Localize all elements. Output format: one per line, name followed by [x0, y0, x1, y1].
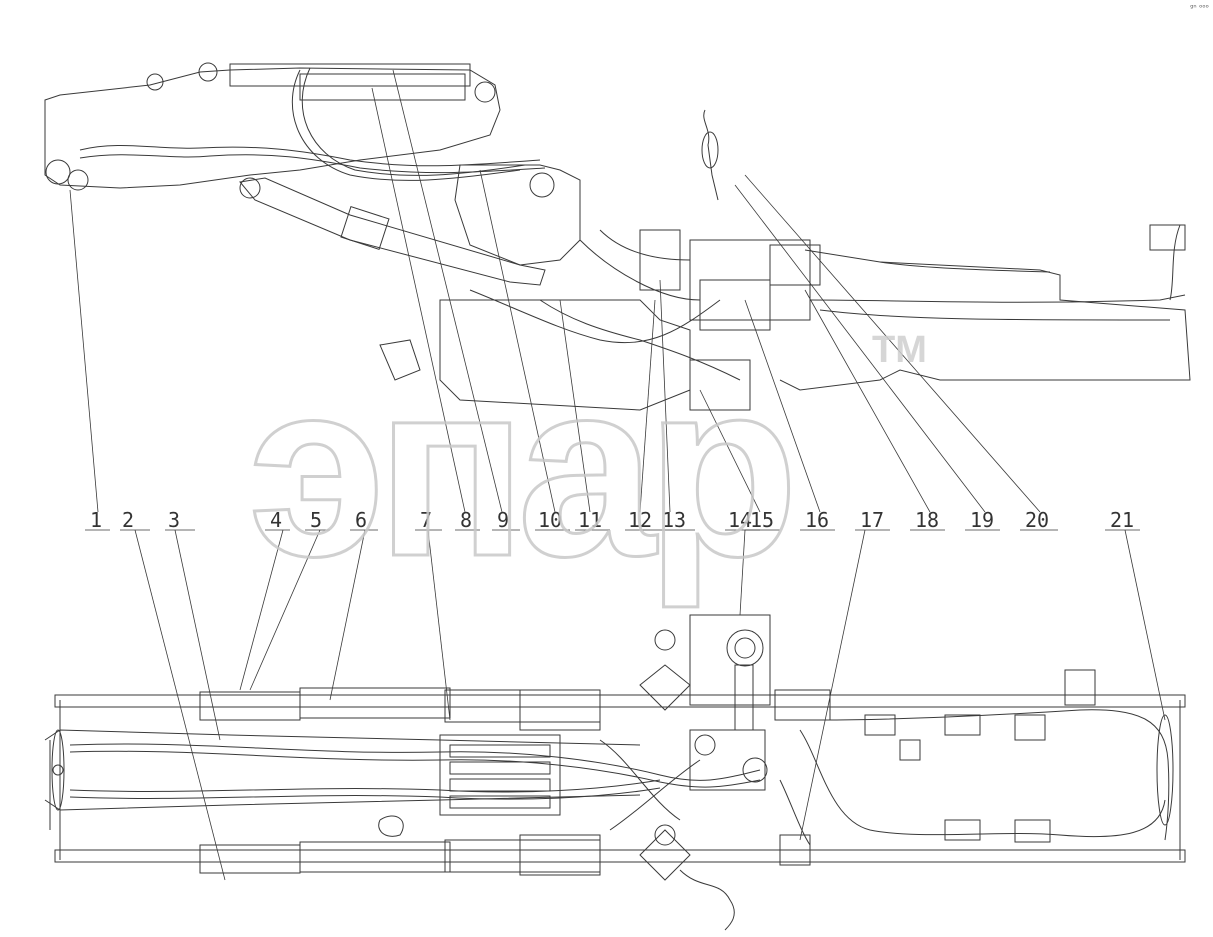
callout-7: 7 [420, 508, 432, 532]
leader-16 [744, 299, 821, 513]
leader-19 [734, 184, 986, 513]
callout-11: 11 [578, 508, 602, 532]
callout-2: 2 [122, 508, 134, 532]
leader-15 [699, 389, 761, 513]
corner-mark: ᵍⁿ ᵒᵒᵒ [1190, 3, 1209, 12]
callout-17: 17 [860, 508, 884, 532]
callout-numbers: 1 2 3 4 5 6 7 8 9 10 11 12 13 14 15 16 1… [90, 508, 1134, 532]
leader-14 [739, 529, 746, 616]
leader-13 [659, 279, 671, 513]
leader-11 [559, 299, 591, 513]
watermark-tm: TM [872, 329, 927, 371]
leader-9 [392, 69, 503, 513]
callout-3: 3 [168, 508, 180, 532]
leader-7 [427, 529, 451, 721]
leader-1 [69, 189, 99, 513]
leader-6 [329, 529, 366, 701]
leader-21 [1124, 529, 1166, 721]
leader-lines [69, 69, 1166, 881]
leader-10 [479, 169, 556, 513]
watermark-text: эпар [248, 329, 789, 608]
callout-14: 14 [728, 508, 752, 532]
leader-12 [639, 299, 656, 513]
callout-13: 13 [662, 508, 686, 532]
callout-21: 21 [1110, 508, 1134, 532]
callout-20: 20 [1025, 508, 1049, 532]
leader-4 [239, 529, 284, 691]
side-view [44, 62, 1191, 411]
leader-8 [371, 87, 466, 513]
callout-10: 10 [538, 508, 562, 532]
leader-2 [134, 529, 226, 881]
callout-12: 12 [628, 508, 652, 532]
callout-16: 16 [805, 508, 829, 532]
callout-1: 1 [90, 508, 102, 532]
plan-view [44, 614, 1186, 931]
leader-18 [804, 289, 931, 513]
callout-9: 9 [497, 508, 509, 532]
leader-20 [744, 174, 1041, 513]
leader-17 [799, 529, 866, 841]
leader-3 [174, 529, 221, 741]
callout-18: 18 [915, 508, 939, 532]
callout-8: 8 [460, 508, 472, 532]
watermark-logo: эпар TM [247, 328, 927, 610]
callout-5: 5 [310, 508, 322, 532]
callout-19: 19 [970, 508, 994, 532]
callout-6: 6 [355, 508, 367, 532]
leader-5 [249, 529, 321, 691]
callout-15: 15 [750, 508, 774, 532]
callout-4: 4 [270, 508, 282, 532]
